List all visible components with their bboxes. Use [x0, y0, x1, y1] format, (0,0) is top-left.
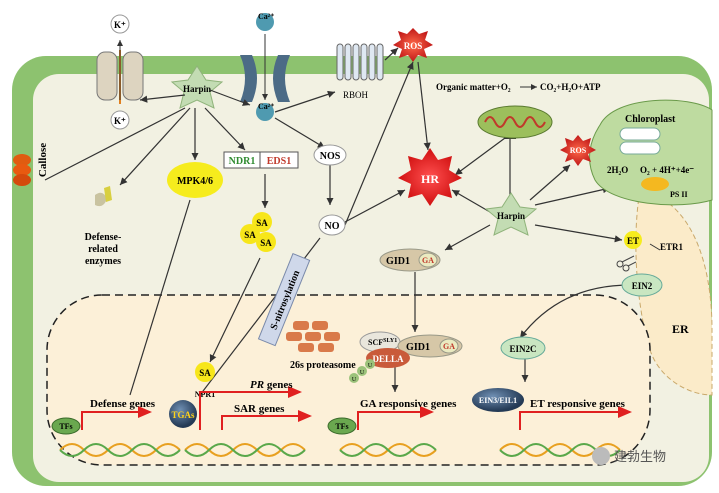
ga-resp: GA responsive genes — [360, 398, 457, 410]
proteasome-icon — [286, 321, 340, 352]
et-node — [624, 231, 642, 249]
della-node — [366, 348, 410, 368]
et-resp: ET responsive genes — [530, 398, 626, 410]
scf: SCFSLY1 — [368, 338, 397, 347]
ein2c: EIN2C — [509, 344, 536, 354]
ros-burst-chloroplast — [560, 135, 596, 166]
tfs1: TFs — [59, 422, 72, 431]
tfs1-node — [51, 417, 81, 435]
harpin-top: Harpin — [183, 84, 211, 94]
chloroplast-label: Chloroplast — [625, 114, 676, 125]
defense-enzyme-icon — [95, 186, 112, 207]
tgas: TGAs — [171, 410, 195, 420]
calcium-channel — [240, 55, 290, 102]
defense-enz-2: related — [88, 244, 118, 255]
ros-chloro: ROS — [570, 146, 587, 155]
ub-3: U — [368, 363, 373, 369]
ga-1: GA — [422, 256, 434, 265]
potassium-channel — [96, 50, 144, 104]
pr-genes: PR genes — [250, 379, 293, 391]
gid1b: GID1 — [406, 342, 430, 353]
callose-label: Callose — [37, 143, 49, 177]
ga-2: GA — [443, 342, 455, 351]
ca-top: Ca²⁺ — [258, 12, 274, 21]
harpin-center: Harpin — [497, 211, 525, 221]
ein2-node — [621, 273, 663, 297]
callose-deposit — [13, 154, 31, 186]
ros-top: ROS — [404, 41, 423, 51]
ub-2: U — [360, 370, 365, 376]
tfs2-node — [327, 417, 357, 435]
er-label: ER — [672, 322, 689, 336]
mitochondrion — [477, 105, 553, 139]
tgas-node — [169, 400, 197, 428]
sar-genes: SAR genes — [234, 403, 285, 415]
sa-1: SA — [256, 218, 268, 228]
harpin-star-top — [170, 65, 224, 109]
chloroplast — [589, 99, 713, 206]
k-top: K⁺ — [114, 20, 126, 30]
hr-label: HR — [421, 172, 439, 186]
hr-burst — [398, 148, 462, 206]
ub-1: U — [352, 377, 357, 383]
ca-bottom: Ca²⁺ — [258, 102, 274, 111]
defense-enz-1: Defense- — [85, 232, 122, 243]
ein2c-node — [500, 336, 546, 360]
co2-label: CO₂+H₂O+ATP — [540, 82, 601, 92]
mpk-node — [167, 162, 223, 198]
npr1: NPR1 — [195, 390, 215, 399]
et: ET — [627, 236, 639, 246]
nos-node — [313, 144, 347, 166]
rboh-label: RBOH — [343, 90, 369, 100]
sa-nuc: SA — [199, 368, 211, 378]
ros-burst-top — [393, 28, 433, 62]
no: NO — [325, 221, 340, 232]
organic-label: Organic matter+O₂ — [436, 82, 511, 92]
defense-enz-3: enzymes — [85, 256, 121, 267]
ein3: EIN3/EIL1 — [479, 396, 517, 405]
nucleus — [46, 294, 651, 466]
ps2-label: PS II — [670, 190, 688, 199]
sa-3: SA — [260, 238, 272, 248]
ein3-node — [472, 388, 524, 412]
h2o-label: 2H₂O — [607, 165, 628, 175]
scissors-icon — [616, 255, 637, 272]
eds1: EDS1 — [267, 156, 291, 167]
mpk: MPK4/6 — [177, 176, 213, 187]
ndr1: NDR1 — [229, 156, 256, 167]
rboh-complex — [336, 43, 384, 81]
nos: NOS — [320, 151, 341, 162]
proteasome: 26s proteasome — [290, 360, 356, 371]
no-node — [318, 214, 346, 236]
tfs2: TFs — [335, 422, 348, 431]
gid1: GID1 — [386, 256, 410, 267]
etr1: ETR1 — [660, 242, 684, 252]
s-nitrosylation-box — [257, 252, 311, 347]
watermark-text: 建勃生物 — [614, 450, 667, 465]
harpin-star-center — [484, 192, 538, 236]
watermark: 建勃生物 — [592, 446, 666, 465]
sa-2: SA — [244, 230, 256, 240]
wechat-icon — [592, 446, 610, 465]
o2-label: O₂ + 4H⁺+4e⁻ — [640, 165, 694, 175]
k-bottom: K⁺ — [114, 116, 126, 126]
eds1-box — [259, 151, 299, 169]
ein2: EIN2 — [632, 281, 653, 291]
della: DELLA — [372, 354, 404, 364]
defense-genes: Defense genes — [90, 398, 156, 410]
